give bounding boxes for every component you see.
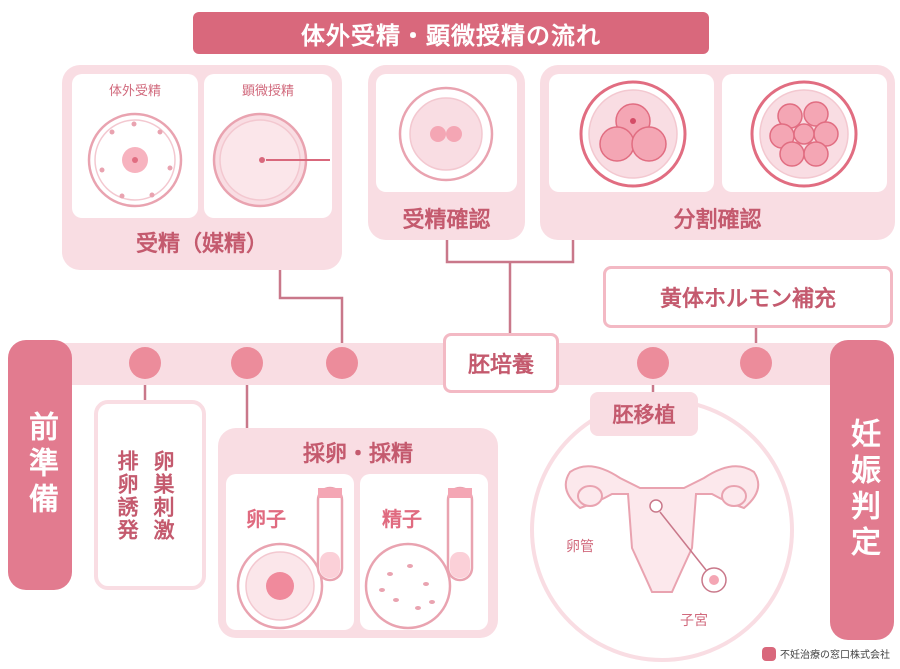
eight-cell-embryo-illustration <box>750 80 858 188</box>
ovulation-induction-label: 排卵誘発 <box>115 450 139 542</box>
icsi-label: 顕微授精 <box>241 84 294 99</box>
sperm-illustration <box>364 486 474 630</box>
connector-fertilization <box>278 268 344 360</box>
egg-illustration <box>236 486 344 630</box>
icsi-egg-illustration <box>212 112 330 208</box>
stimulation-box <box>94 400 206 590</box>
uterus-label: 子宮 <box>680 613 708 629</box>
ivf-egg-illustration <box>87 112 183 208</box>
company-logo-icon <box>762 646 776 661</box>
fertilization-caption: 受精（媒精） <box>135 232 268 257</box>
ivf-label: 体外受精 <box>108 84 161 99</box>
four-cell-embryo-illustration <box>579 80 687 188</box>
pregnancy-test-label: 妊娠判定 <box>845 418 880 562</box>
timeline-dot-transfer <box>637 347 669 379</box>
preparation-pillar <box>8 340 72 590</box>
embryo-culture-box: 胚培養 <box>443 333 559 393</box>
egg-label: 卵子 <box>246 506 286 531</box>
timeline-dot-luteal <box>740 347 772 379</box>
credit-text: 不妊治療の窓口株式会社 <box>780 650 890 661</box>
ovarian-stimulation-label: 卵巣刺激 <box>151 450 175 542</box>
preparation-label: 前準備 <box>23 411 58 519</box>
uterus-illustration <box>564 465 760 593</box>
timeline-dot-retrieval <box>231 347 263 379</box>
timeline-dot-stimulation <box>129 347 161 379</box>
sperm-label: 精子 <box>382 506 422 531</box>
credit: 不妊治療の窓口株式会社 <box>762 646 890 661</box>
connector-check-bracket <box>445 240 575 264</box>
transfer-caption: 胚移植 <box>590 392 698 436</box>
timeline-dot-fertilization <box>326 347 358 379</box>
luteal-support-box: 黄体ホルモン補充 <box>603 266 893 328</box>
page-title: 体外受精・顕微授精の流れ <box>193 12 709 54</box>
retrieval-caption: 採卵・採精 <box>302 442 413 467</box>
division-check-caption: 分割確認 <box>673 208 762 233</box>
fertilization-check-caption: 受精確認 <box>402 208 491 233</box>
pregnancy-test-pillar <box>830 340 894 640</box>
fallopian-tube-label: 卵管 <box>566 539 594 555</box>
zygote-illustration <box>398 86 494 182</box>
